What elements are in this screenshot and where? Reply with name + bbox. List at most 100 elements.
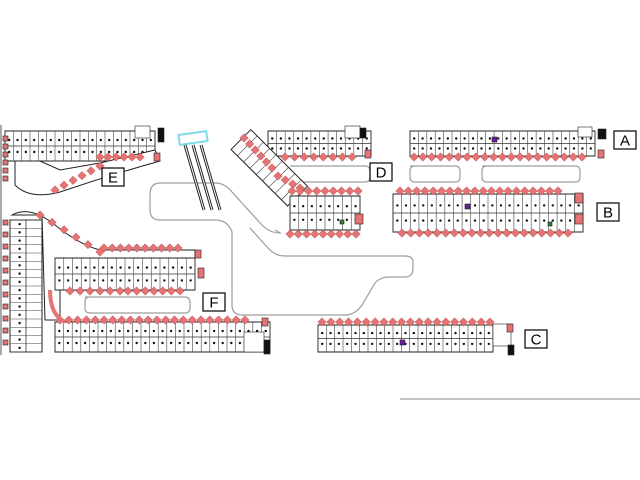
balcony-bay (205, 315, 215, 325)
door (41, 138, 44, 142)
door (144, 341, 147, 345)
door (135, 341, 138, 345)
door (18, 239, 21, 242)
door (422, 204, 425, 207)
balcony-bay (470, 186, 480, 196)
door (429, 331, 432, 335)
door (126, 341, 130, 345)
door (508, 219, 511, 222)
balcony-bay (99, 243, 109, 253)
balcony-bay (132, 286, 142, 296)
door (320, 331, 324, 335)
door (429, 137, 433, 140)
door (154, 279, 157, 282)
door (447, 219, 451, 222)
balcony-bay (280, 152, 290, 162)
balcony-bay (343, 229, 353, 239)
balcony-bay (554, 228, 564, 238)
balcony-bay (152, 315, 162, 325)
door (110, 266, 114, 269)
building-label-b: B (596, 202, 620, 222)
door (75, 329, 78, 333)
balcony-bay (267, 163, 277, 173)
door (136, 266, 140, 269)
balcony-bay (458, 228, 468, 238)
door (473, 204, 477, 207)
balcony-bay (50, 185, 60, 195)
door (18, 338, 21, 341)
balcony-bay (428, 186, 438, 196)
door (488, 137, 492, 140)
building-block (9, 219, 43, 353)
door (145, 279, 149, 282)
door (362, 331, 366, 335)
door (169, 341, 173, 345)
balcony-bay (497, 152, 507, 162)
door (163, 266, 166, 269)
balcony-bay (328, 152, 338, 162)
door (339, 137, 343, 140)
door (49, 150, 53, 154)
balcony-bay (148, 243, 158, 253)
building-label-e: E (101, 167, 125, 187)
balcony-bay (397, 228, 407, 238)
door (470, 342, 474, 346)
balcony-bay (117, 315, 127, 325)
door (82, 150, 86, 154)
door (463, 137, 466, 140)
door (560, 204, 563, 207)
balcony-bay (335, 317, 345, 327)
balcony-bay (450, 317, 460, 327)
door (58, 266, 61, 269)
door (92, 329, 95, 333)
door (473, 219, 477, 222)
door (482, 219, 485, 222)
door (66, 329, 70, 333)
door (247, 329, 250, 333)
door (161, 329, 164, 333)
door (354, 331, 357, 335)
stair-core (134, 125, 151, 139)
building-label-d: D (369, 162, 393, 182)
ramp-canopy (177, 129, 209, 147)
door (345, 331, 349, 335)
road-outline (409, 165, 461, 183)
door (305, 137, 308, 140)
door (513, 147, 517, 150)
stair-core (157, 127, 165, 143)
door (530, 147, 534, 150)
door (539, 137, 542, 140)
door (491, 204, 494, 207)
balcony-bay (495, 186, 505, 196)
door (320, 342, 324, 346)
door (471, 147, 475, 150)
end-unit (2, 243, 9, 250)
door (144, 329, 147, 333)
door (322, 137, 325, 140)
balcony-bay (437, 186, 447, 196)
door (66, 138, 69, 142)
door (145, 266, 149, 269)
door (18, 313, 21, 317)
balcony-bay (414, 228, 424, 238)
balcony-bay (441, 317, 451, 327)
door (412, 342, 416, 346)
door (413, 219, 416, 222)
building-block (289, 195, 361, 231)
balcony-bay (449, 228, 459, 238)
door (93, 279, 96, 282)
balcony-bay (240, 315, 250, 325)
balcony-bay (178, 315, 188, 325)
door (66, 266, 70, 269)
door (99, 150, 103, 154)
balcony-bay (528, 228, 538, 238)
balcony-bay (35, 210, 45, 220)
balcony-bay (471, 152, 481, 162)
door (91, 150, 94, 154)
door (18, 321, 21, 325)
road-outline (160, 182, 283, 234)
door (404, 204, 408, 207)
door (314, 147, 317, 150)
door (454, 331, 457, 335)
building-label-f: F (202, 292, 226, 312)
